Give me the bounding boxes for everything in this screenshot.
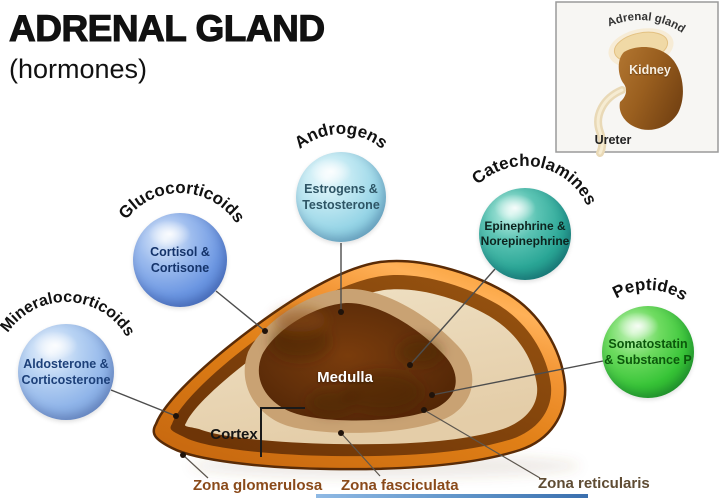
dot-catecholamines — [407, 362, 413, 368]
hormone-group-label-androgens: Androgens — [291, 119, 391, 152]
zona-reticularis-connector — [423, 409, 541, 479]
hormone-bubble-glucocorticoids: Cortisol & Cortisone — [133, 213, 227, 307]
peptides-hormones-text: Somatostatin & Substance P — [604, 337, 692, 367]
catecholamines-connector — [409, 268, 496, 366]
hormone-bubble-catecholamines: Epinephrine & Norepinephrine — [479, 188, 571, 280]
androgens-hormones-text: Estrogens & Testosterone — [302, 182, 380, 212]
connector-lines — [110, 243, 604, 417]
mineralocorticoids-hormones-text: Aldosterone & Corticosterone — [21, 357, 111, 387]
dot-zona-fasciculata — [338, 430, 344, 436]
connector-dots — [173, 309, 435, 458]
inset-ureter-highlight — [596, 88, 624, 155]
adrenal-gland-cross-section — [152, 259, 567, 471]
hormone-bubble-peptides: Somatostatin & Substance P — [602, 306, 694, 398]
hormone-bubble-androgens: Estrogens & Testosterone — [296, 152, 386, 242]
dot-zona-glomerulosa — [180, 452, 186, 458]
medulla-label: Medulla — [317, 369, 373, 386]
dot-zona-reticularis — [421, 407, 427, 413]
mineralocorticoids-connector — [110, 389, 177, 417]
glucocorticoids-hormones-text: Cortisol & Cortisone — [150, 245, 210, 275]
peptides-connector — [431, 360, 604, 396]
svg-text:Peptides: Peptides — [610, 275, 692, 304]
page-title: ADRENAL GLAND — [8, 7, 325, 49]
cortex-bracket — [260, 407, 305, 457]
zona-connector-lines — [182, 409, 541, 479]
inset-ureter-label: Ureter — [594, 133, 632, 147]
page-subtitle: (hormones) — [9, 54, 148, 84]
dot-androgens — [338, 309, 344, 315]
cortex-label: Cortex — [210, 426, 258, 443]
dot-peptides — [429, 392, 435, 398]
catecholamines-hormones-text: Epinephrine & Norepinephrine — [480, 218, 570, 248]
kidney-inset: Adrenal gland — [555, 1, 719, 157]
dot-mineralocorticoids — [173, 413, 179, 419]
svg-text:Androgens: Androgens — [291, 119, 391, 152]
inset-kidney — [618, 46, 683, 130]
hormone-group-label-peptides: Peptides — [610, 275, 692, 304]
zona-glomerulosa-connector — [182, 454, 209, 479]
medulla-texture — [270, 308, 442, 415]
bottom-blue-strip — [316, 494, 588, 498]
zona-glomerulosa-label: Zona glomerulosa — [193, 477, 323, 494]
zona-fasciculata-label: Zona fasciculata — [341, 477, 459, 494]
glucocorticoids-connector — [215, 290, 266, 332]
dot-glucocorticoids — [262, 328, 268, 334]
hormone-bubble-mineralocorticoids: Aldosterone & Corticosterone — [18, 324, 114, 420]
zona-reticularis-label: Zona reticularis — [538, 475, 650, 492]
inset-kidney-label: Kidney — [629, 63, 671, 77]
zona-fasciculata-connector — [340, 432, 381, 477]
